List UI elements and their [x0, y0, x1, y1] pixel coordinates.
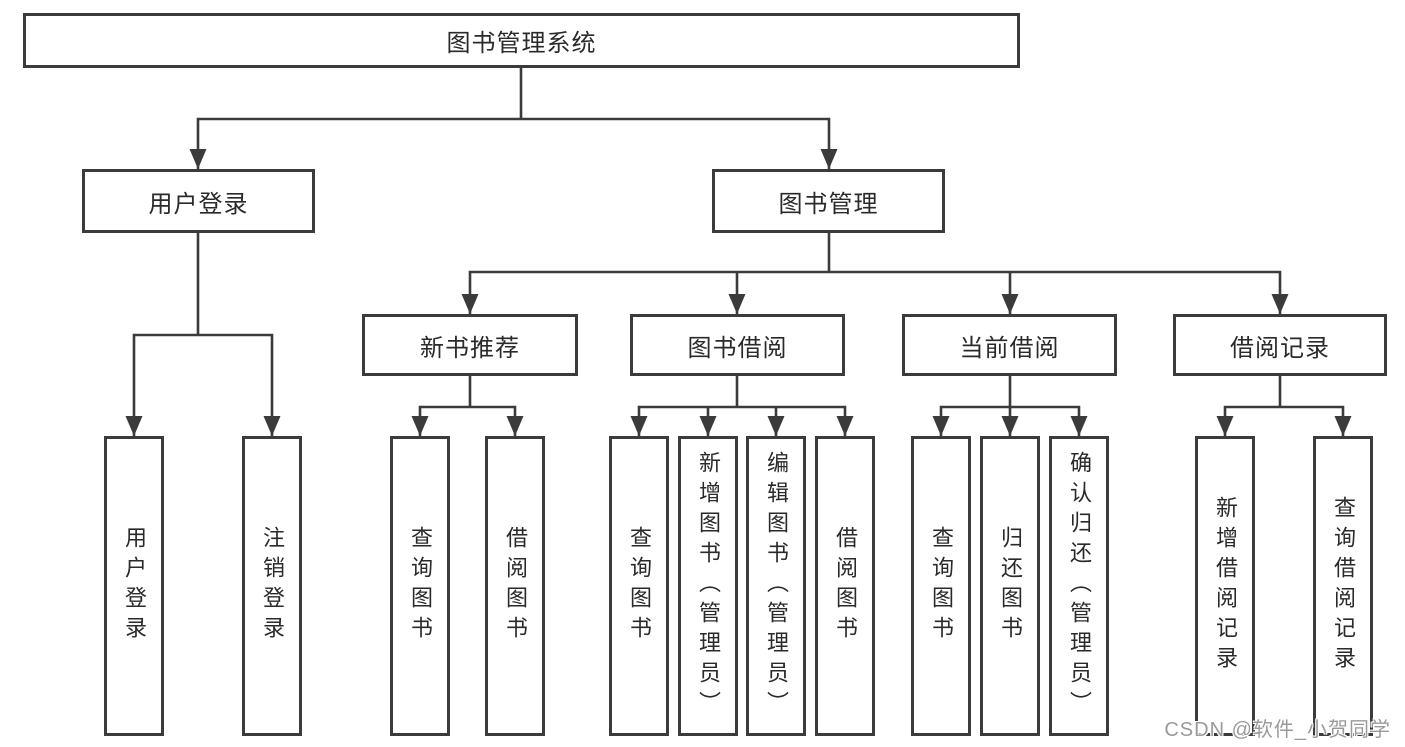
arrowhead — [411, 416, 429, 436]
leaf-query-books-borrow: 查询图书 — [609, 436, 669, 736]
arrowhead — [461, 294, 479, 314]
leaf-add-books-admin: 新增图书（管理员） — [678, 436, 738, 736]
connector-user-login-children — [132, 233, 274, 436]
connector-new-book-recommend-children — [418, 376, 517, 436]
leaf-label: 借阅图书 — [833, 526, 858, 646]
leaf-user-login: 用户登录 — [104, 436, 164, 736]
node-current-borrow: 当前借阅 — [902, 314, 1117, 376]
leaf-edit-books-admin: 编辑图书（管理员） — [746, 436, 806, 736]
leaf-label: 查询图书 — [408, 526, 433, 646]
arrowhead — [699, 416, 717, 436]
csdn-watermark: CSDN @软件_小贺同学 — [1164, 719, 1391, 741]
node-new-book-recommend-label: 新书推荐 — [420, 334, 520, 362]
node-user-login: 用户登录 — [82, 169, 315, 233]
arrowhead — [263, 416, 281, 436]
leaf-confirm-return-admin: 确认归还（管理员） — [1049, 436, 1109, 736]
arrowhead — [506, 416, 524, 436]
arrowhead — [767, 416, 785, 436]
arrowhead — [820, 149, 838, 169]
leaf-return-books: 归还图书 — [980, 436, 1040, 736]
connector-book-management-children — [468, 233, 1282, 314]
leaf-label: 注销登录 — [260, 526, 285, 646]
node-user-login-label: 用户登录 — [148, 190, 249, 218]
node-book-management: 图书管理 — [712, 169, 945, 233]
arrowhead — [125, 416, 143, 436]
arrowhead — [728, 294, 746, 314]
leaf-label: 新增借阅记录 — [1213, 496, 1238, 676]
leaf-label: 查询图书 — [627, 526, 652, 646]
arrowhead — [630, 416, 648, 436]
arrowhead — [189, 149, 207, 169]
leaf-label: 查询图书 — [929, 526, 954, 646]
arrowhead — [1001, 416, 1019, 436]
node-book-management-label: 图书管理 — [778, 190, 879, 218]
leaf-label: 新增图书（管理员） — [696, 451, 721, 721]
node-borrow-record: 借阅记录 — [1173, 314, 1387, 376]
leaf-label: 编辑图书（管理员） — [764, 451, 789, 721]
node-root: 图书管理系统 — [23, 13, 1020, 68]
connector-borrow-record-children — [1223, 376, 1345, 436]
arrowhead — [1001, 294, 1019, 314]
node-book-borrow-label: 图书借阅 — [687, 334, 788, 362]
node-current-borrow-label: 当前借阅 — [959, 334, 1060, 362]
connector-root-to-level2 — [196, 68, 831, 169]
leaf-borrow-books-recommend: 借阅图书 — [485, 436, 545, 736]
arrowhead — [1334, 416, 1352, 436]
leaf-label: 借阅图书 — [503, 526, 528, 646]
leaf-borrow-books: 借阅图书 — [815, 436, 875, 736]
arrowhead — [1070, 416, 1088, 436]
leaf-query-borrow-record: 查询借阅记录 — [1313, 436, 1373, 736]
leaf-label: 归还图书 — [998, 526, 1023, 646]
node-book-borrow: 图书借阅 — [630, 314, 845, 376]
arrowhead — [836, 416, 854, 436]
connector-book-borrow-children — [637, 376, 847, 436]
leaf-query-books-current: 查询图书 — [911, 436, 971, 736]
leaf-logout: 注销登录 — [242, 436, 302, 736]
leaf-label: 确认归还（管理员） — [1067, 451, 1092, 721]
node-borrow-record-label: 借阅记录 — [1230, 334, 1330, 362]
arrowhead — [1271, 294, 1289, 314]
leaf-query-books-recommend: 查询图书 — [390, 436, 450, 736]
arrowhead — [932, 416, 950, 436]
node-new-book-recommend: 新书推荐 — [362, 314, 578, 376]
leaf-add-borrow-record: 新增借阅记录 — [1195, 436, 1255, 736]
node-root-label: 图书管理系统 — [446, 30, 597, 57]
leaf-label: 查询借阅记录 — [1331, 496, 1356, 676]
leaf-label: 用户登录 — [122, 526, 147, 646]
arrowhead — [1216, 416, 1234, 436]
